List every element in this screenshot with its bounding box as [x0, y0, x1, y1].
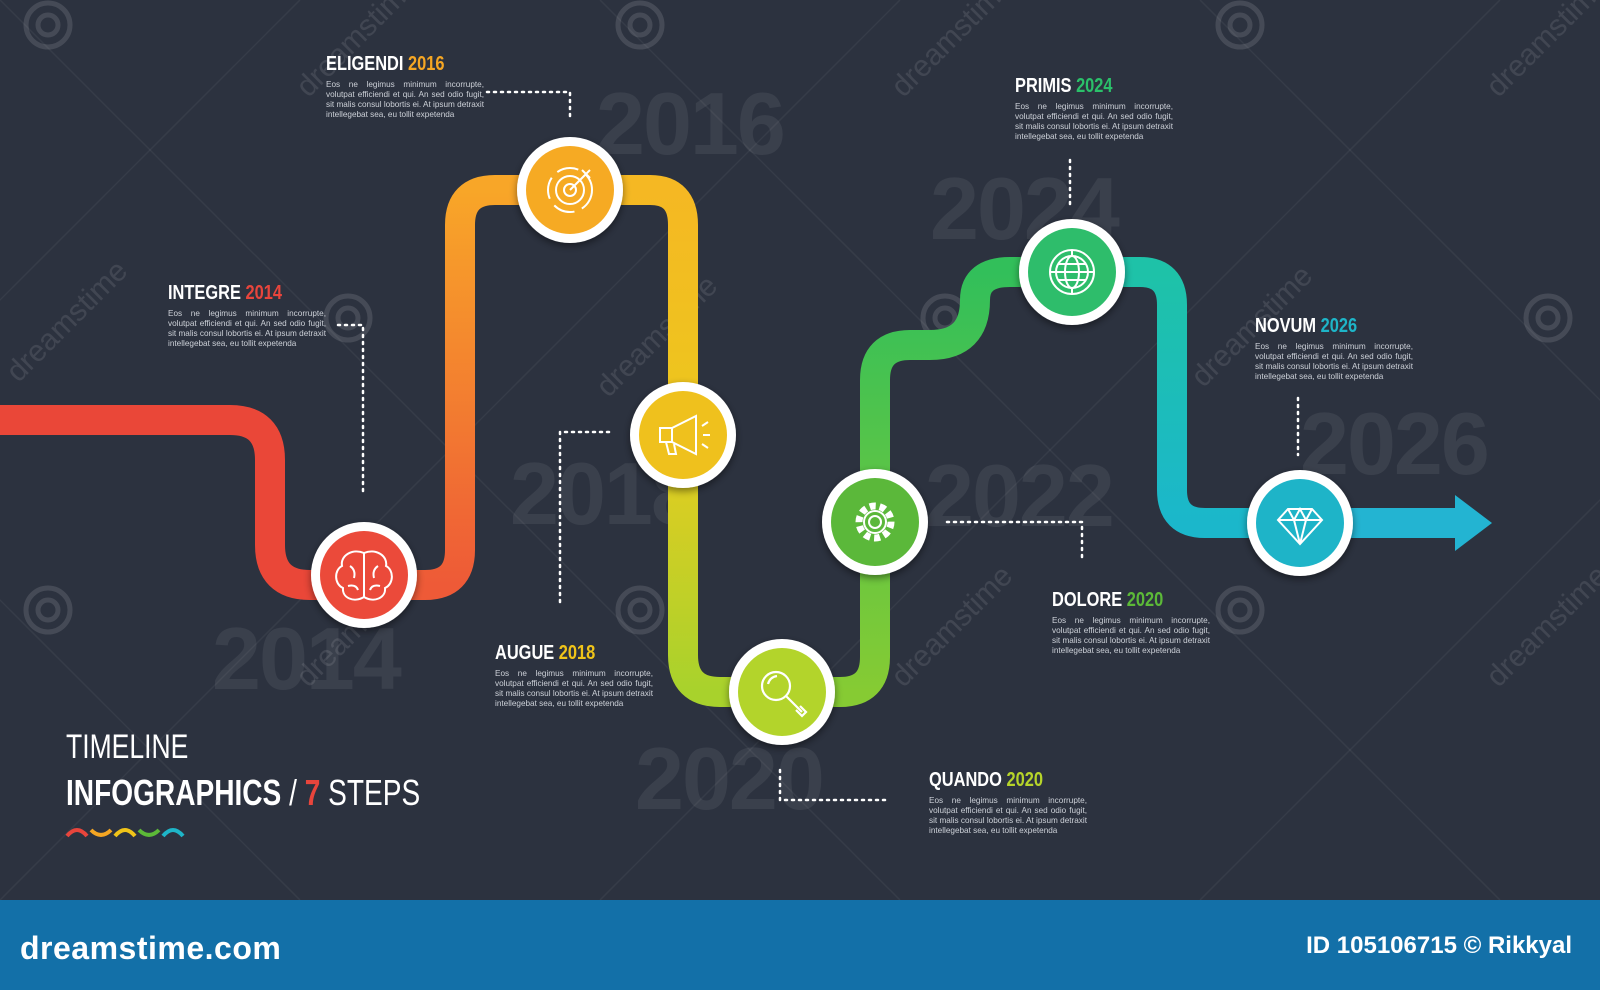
step-node-integre	[311, 522, 417, 628]
step-name: NOVUM	[1255, 315, 1317, 337]
title-separator: /	[281, 772, 305, 813]
step-year: 2020	[1126, 589, 1164, 611]
step-description: Eos ne legimus minimum incorrupte, volut…	[1255, 342, 1413, 381]
image-id-credit: ID 105106715 © Rikkyal	[1306, 932, 1572, 959]
megaphone-icon	[659, 414, 710, 456]
step-name: INTEGRE	[168, 282, 241, 304]
step-title: PRIMIS 2024	[1015, 76, 1145, 96]
title-rest: STEPS	[320, 772, 421, 813]
timeline-road	[0, 90, 1492, 802]
step-year: 2014	[245, 282, 282, 304]
step-node-dolore	[822, 469, 928, 575]
step-name: DOLORE	[1052, 589, 1123, 611]
step-name: AUGUE	[495, 642, 555, 664]
brain-icon	[335, 550, 393, 601]
step-node-augue	[630, 382, 736, 488]
step-node-eligendi	[517, 137, 623, 243]
step-title: AUGUE 2018	[495, 643, 625, 663]
watermark-footer: dreamstime.com ID 105106715 © Rikkyal	[0, 900, 1600, 990]
step-name: PRIMIS	[1015, 75, 1072, 97]
step-info-eligendi: ELIGENDI 2016 Eos ne legimus minimum inc…	[326, 54, 484, 120]
step-title: QUANDO 2020	[929, 770, 1059, 790]
title-bold: INFOGRAPHICS	[66, 772, 282, 813]
step-name: QUANDO	[929, 769, 1002, 791]
globe-icon	[1049, 249, 1095, 295]
step-description: Eos ne legimus minimum incorrupte, volut…	[1052, 616, 1210, 655]
connector-line	[336, 323, 365, 497]
bg-year-2016: 2016	[596, 74, 786, 173]
diamond-icon	[1276, 506, 1324, 546]
step-title: DOLORE 2020	[1052, 590, 1182, 610]
connector-line	[558, 430, 611, 607]
step-description: Eos ne legimus minimum incorrupte, volut…	[495, 669, 653, 708]
step-name: ELIGENDI	[326, 53, 404, 75]
bg-year-2022: 2022	[925, 446, 1115, 545]
bg-year-2020: 2020	[635, 729, 825, 828]
step-node-primis	[1019, 219, 1125, 325]
step-description: Eos ne legimus minimum incorrupte, volut…	[1015, 102, 1173, 141]
step-title: NOVUM 2026	[1255, 316, 1385, 336]
step-info-augue: AUGUE 2018 Eos ne legimus minimum incorr…	[495, 643, 653, 709]
title-line-2: INFOGRAPHICS / 7 STEPS	[66, 775, 420, 811]
dreamstime-logo: dreamstime.com	[20, 930, 282, 966]
background-pattern	[0, 0, 1600, 900]
connector-line	[945, 520, 1084, 562]
step-info-integre: INTEGRE 2014 Eos ne legimus minimum inco…	[168, 283, 326, 349]
target-icon	[547, 167, 593, 213]
step-node-novum	[1247, 470, 1353, 576]
timeline-canvas: 2016 2018 2014 2024 2022 2020 2026 dream…	[0, 0, 1600, 900]
step-year: 2024	[1076, 75, 1113, 97]
connector-line	[485, 90, 572, 122]
title-wave-decoration	[65, 828, 185, 838]
step-info-dolore: DOLORE 2020 Eos ne legimus minimum incor…	[1052, 590, 1210, 656]
gear-icon	[855, 502, 895, 542]
step-description: Eos ne legimus minimum incorrupte, volut…	[326, 80, 484, 119]
step-year: 2016	[408, 53, 445, 75]
connector-line	[778, 768, 892, 802]
magnifier-icon	[760, 670, 808, 718]
step-title: ELIGENDI 2016	[326, 54, 456, 74]
bg-year-2026: 2026	[1300, 394, 1490, 493]
title-line-1: TIMELINE	[66, 728, 189, 766]
step-info-primis: PRIMIS 2024 Eos ne legimus minimum incor…	[1015, 76, 1173, 142]
step-description: Eos ne legimus minimum incorrupte, volut…	[929, 796, 1087, 835]
bg-year-2014: 2014	[212, 609, 402, 708]
step-year: 2026	[1320, 315, 1358, 337]
step-description: Eos ne legimus minimum incorrupte, volut…	[168, 309, 326, 348]
step-year: 2018	[558, 642, 596, 664]
step-year: 2020	[1006, 769, 1043, 791]
step-info-quando: QUANDO 2020 Eos ne legimus minimum incor…	[929, 770, 1087, 836]
title-number: 7	[304, 772, 321, 813]
step-info-novum: NOVUM 2026 Eos ne legimus minimum incorr…	[1255, 316, 1413, 382]
step-title: INTEGRE 2014	[168, 283, 298, 303]
step-node-quando	[729, 639, 835, 745]
